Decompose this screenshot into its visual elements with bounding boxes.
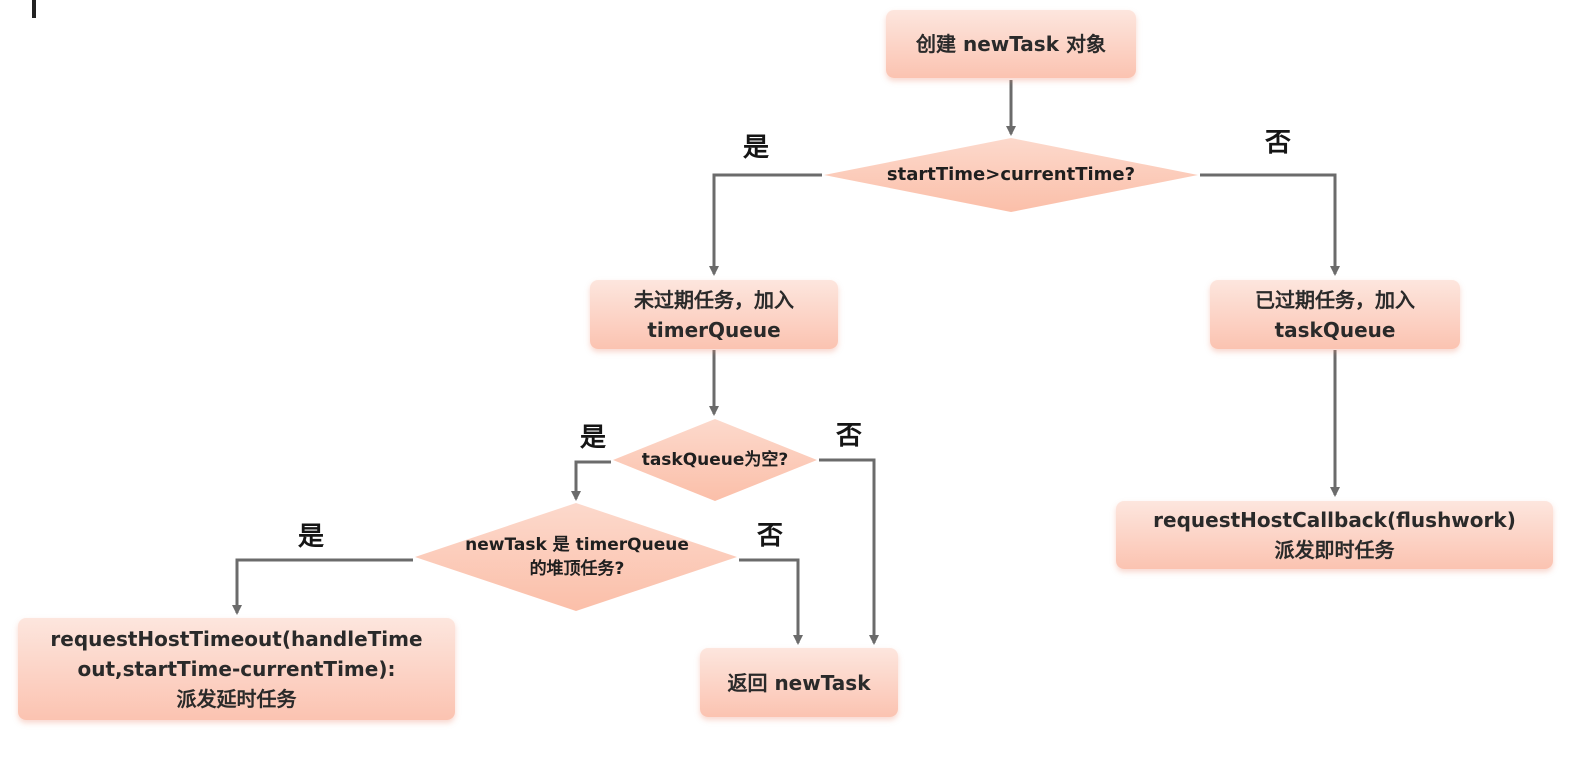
edge-queue-no-to-return: [819, 458, 879, 645]
decision-diamond-heap-top: [415, 503, 737, 611]
decision-label-heap-top: newTask 是 timerQueue 的堆顶任务?: [465, 535, 689, 579]
branch-label-heap-no: 否: [757, 521, 784, 551]
node-create-task: 创建 newTask 对象: [886, 10, 1136, 78]
edge-heap-yes-to-timeout: [232, 558, 413, 615]
edge-start-no-to-expired: [1200, 173, 1340, 276]
node-return-task: 返回 newTask: [700, 648, 898, 717]
decision-diamond-start-time: [824, 138, 1198, 212]
branch-label-queue-yes: 是: [580, 423, 607, 453]
branch-label-queue-no: 否: [836, 421, 863, 451]
node-expired: 已过期任务，加入 taskQueue: [1210, 280, 1460, 349]
decision-diamond-task-queue-empty: [613, 419, 817, 501]
node-request-host-timeout: requestHostTimeout(handleTime out,startT…: [18, 618, 455, 720]
corner-mark: [32, 0, 36, 18]
branch-label-start-no: 否: [1265, 128, 1292, 158]
branch-label-heap-yes: 是: [298, 522, 325, 552]
edge-start-yes-to-not-expired: [709, 173, 822, 276]
branch-label-start-yes: 是: [743, 133, 770, 163]
node-request-host-callback: requestHostCallback(flushwork) 派发即时任务: [1116, 501, 1553, 569]
decision-label-start-time: startTime>currentTime?: [886, 164, 1136, 185]
node-not-expired: 未过期任务，加入 timerQueue: [590, 280, 838, 349]
edge-heap-no-to-return: [739, 558, 803, 645]
decision-label-task-queue-empty: taskQueue为空?: [641, 450, 789, 470]
edge-queue-yes-to-heap-check: [571, 460, 611, 501]
